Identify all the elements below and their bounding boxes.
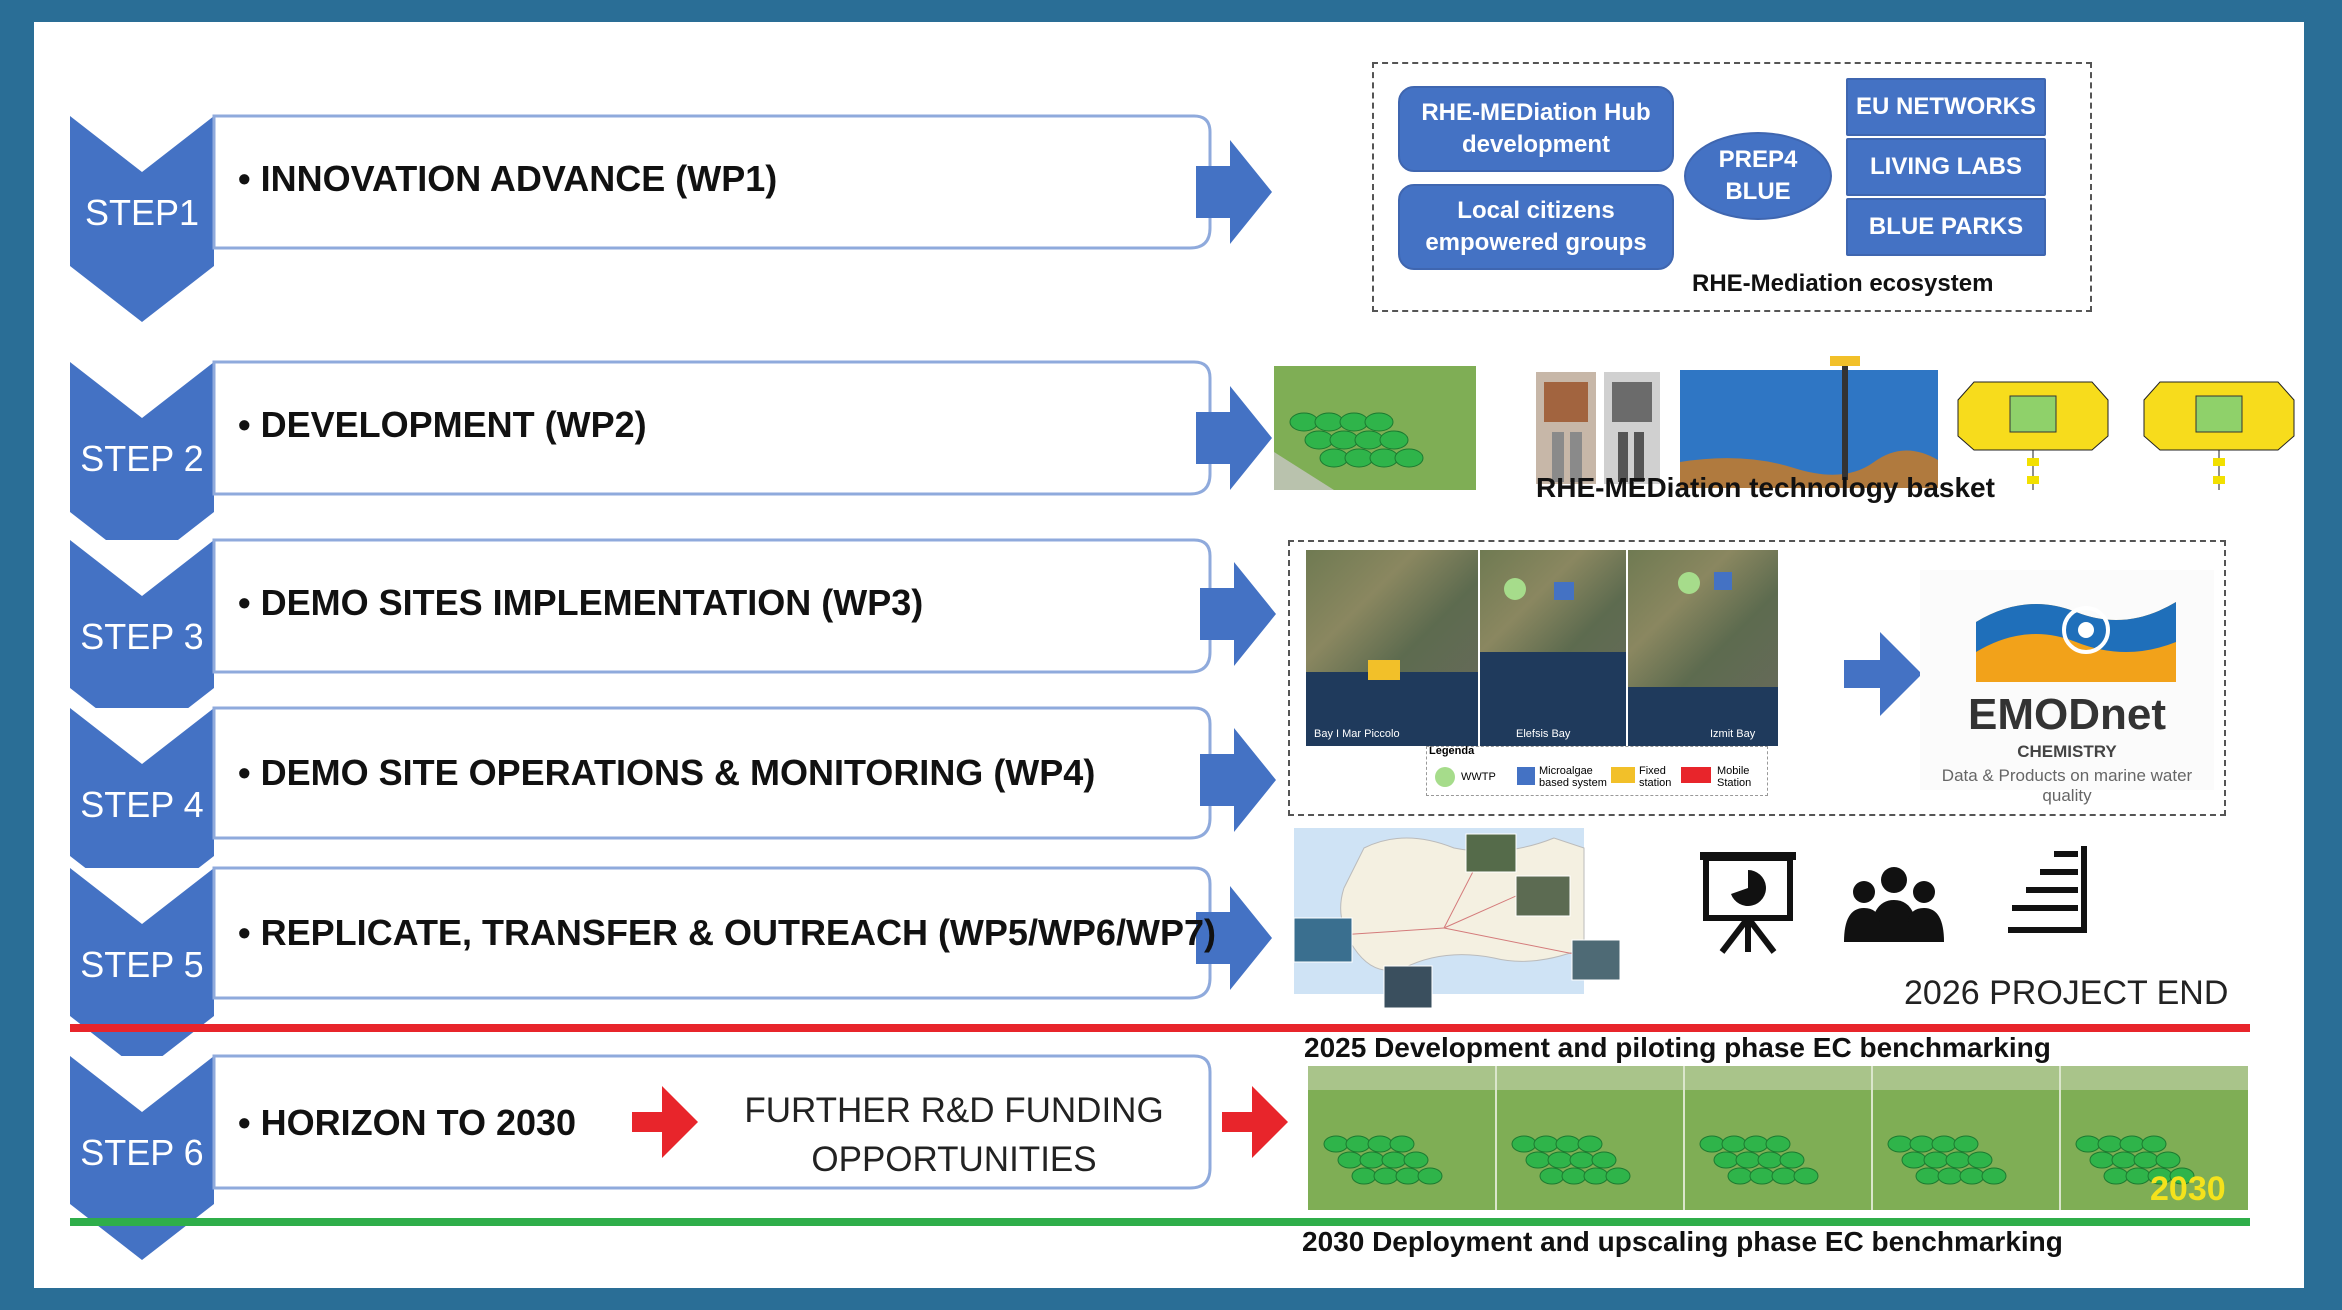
- step2-label: STEP 2: [80, 438, 204, 479]
- wwtp-marker: [1504, 578, 1526, 600]
- legend-microalgae: Microalgae based system: [1539, 765, 1607, 790]
- step4-text: • DEMO SITE OPERATIONS & MONITORING (WP4…: [238, 752, 1096, 793]
- site1-label: Bay I Mar Piccolo: [1314, 728, 1400, 740]
- emodnet-title: EMODnet: [1968, 690, 2166, 739]
- year2030-label: 2030: [2150, 1170, 2226, 1208]
- red-timeline-line: [70, 1024, 2250, 1032]
- presentation-icon: [1700, 852, 1796, 954]
- step3-arrow: [1200, 562, 1276, 666]
- microalgae-marker: [1554, 582, 1574, 600]
- step6-label: STEP 6: [80, 1132, 204, 1173]
- upscaling-raft-strip: [1308, 1066, 2248, 1210]
- step5-text: • REPLICATE, TRANSFER & OUTREACH (WP5/WP…: [238, 912, 1216, 953]
- demo-map-izmit: Izmit Bay: [1628, 550, 1778, 746]
- step1-arrow: [1196, 140, 1272, 244]
- site3-label: Izmit Bay: [1710, 728, 1756, 740]
- europe-map-image: [1294, 828, 1620, 1009]
- step6-text: • HORIZON TO 2030: [238, 1102, 577, 1143]
- step4-label: STEP 4: [80, 784, 204, 825]
- fixed-station-marker: [1368, 660, 1400, 680]
- step3-text: • DEMO SITES IMPLEMENTATION (WP3): [238, 582, 924, 623]
- step6-red-arrow-1: [632, 1086, 698, 1158]
- step3-label: STEP 3: [80, 616, 204, 657]
- legend-wwtp: WWTP: [1461, 771, 1496, 783]
- wwtp-marker-2: [1678, 572, 1700, 594]
- buoy-diagram-1: [1957, 381, 2109, 490]
- step5-box: [212, 866, 1212, 1000]
- prep4blue-ellipse: PREP4 BLUE: [1684, 132, 1832, 220]
- tech-basket-caption: RHE-MEDiation technology basket: [1536, 472, 1995, 503]
- step1-text: • INNOVATION ADVANCE (WP1): [238, 158, 778, 199]
- raft-render-image: [1274, 366, 1476, 490]
- demo-sites-box: [1288, 540, 2226, 816]
- legend-fixed-swatch: [1611, 767, 1635, 783]
- step1-chevron: [70, 116, 214, 322]
- legend-fixed: Fixed station: [1639, 765, 1672, 790]
- legend-title: Legenda: [1429, 745, 1475, 757]
- hub-pill: RHE-MEDiation Hub development: [1398, 86, 1674, 172]
- blue-parks-box: BLUE PARKS: [1846, 198, 2046, 256]
- diagram-canvas: STEP1 STEP 2 STEP 3 STEP 4 STEP 5 STEP 6…: [34, 22, 2304, 1288]
- emodnet-wave-icon: [1976, 602, 2176, 682]
- step6-red-arrow-2: [1222, 1086, 1288, 1158]
- demo-map-elefsis: Elefsis Bay: [1480, 550, 1626, 746]
- phase2030-label: 2030 Deployment and upscaling phase EC b…: [1302, 1226, 2063, 1257]
- emodnet-arrow: [1844, 632, 1922, 716]
- step5-label: STEP 5: [80, 944, 204, 985]
- citizens-pill: Local citizens empowered groups: [1398, 184, 1674, 270]
- step6-box: [212, 1054, 1212, 1190]
- ecosystem-box: [1372, 62, 2092, 312]
- legend-microalgae-swatch: [1517, 767, 1535, 785]
- eu-networks-box: EU NETWORKS: [1846, 78, 2046, 136]
- step2-box: [212, 360, 1212, 496]
- legend-wwtp-swatch: [1435, 767, 1455, 787]
- demo-legend: Legenda WWTP Microalgae based system Fix…: [1426, 745, 1768, 796]
- step6-chevron: [70, 1056, 214, 1260]
- step5-arrow: [1196, 886, 1272, 990]
- stairs-chart-icon: [2008, 846, 2087, 933]
- site2-label: Elefsis Bay: [1516, 728, 1571, 740]
- step2-arrow: [1196, 386, 1272, 490]
- tech-basket-images: [1274, 356, 2295, 490]
- step1-label: STEP1: [84, 192, 200, 233]
- step6-funding-text: FURTHER R&D FUNDING OPPORTUNITIES: [744, 1091, 1164, 1179]
- step5-chevron: [70, 868, 214, 1072]
- step4-box: [212, 706, 1212, 840]
- green-timeline-line: [70, 1218, 2250, 1226]
- step3-box: [212, 538, 1212, 674]
- group-icon: [1844, 867, 1944, 942]
- step-chevrons: [70, 114, 1288, 1260]
- step2-chevron: [70, 362, 214, 568]
- sensor-chips-image: [1536, 372, 1660, 484]
- step3-chevron: [70, 540, 214, 744]
- emodnet-desc: Data & Products on marine water quality: [1941, 766, 2193, 805]
- emodnet-logo-panel: EMODnet CHEMISTRY Data & Products on mar…: [1920, 570, 2214, 805]
- step4-chevron: [70, 708, 214, 912]
- water-column-image: [1680, 356, 1938, 488]
- project-end-label: 2026 PROJECT END: [1904, 974, 2229, 1012]
- demo-map-taranto: Bay I Mar Piccolo: [1306, 550, 1478, 746]
- buoy-diagram-2: [2143, 381, 2295, 490]
- legend-mobile-swatch: [1681, 767, 1711, 783]
- step1-box: [212, 114, 1212, 250]
- ecosystem-caption: RHE-Mediation ecosystem: [1692, 270, 1994, 297]
- emodnet-sub: CHEMISTRY: [2017, 742, 2117, 761]
- microalgae-marker-2: [1714, 572, 1732, 590]
- step4-arrow: [1200, 728, 1276, 832]
- phase2025-label: 2025 Development and piloting phase EC b…: [1304, 1032, 2051, 1063]
- living-labs-box: LIVING LABS: [1846, 138, 2046, 196]
- legend-mobile: Mobile Station: [1717, 765, 1752, 790]
- step2-text: • DEVELOPMENT (WP2): [238, 404, 647, 445]
